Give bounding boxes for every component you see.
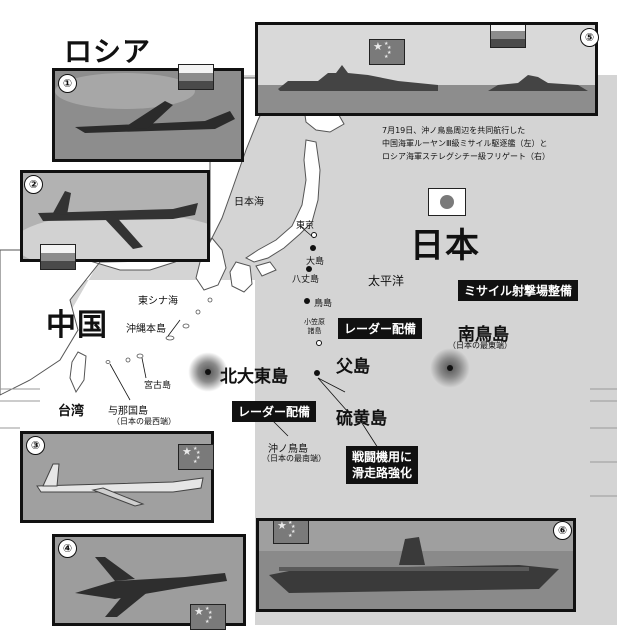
- honshu: [245, 139, 321, 263]
- place-label-okinotorishima: 沖ノ鳥島: [268, 444, 308, 455]
- country-label-japan: 日本: [410, 226, 480, 266]
- place-label-iwoto: 硫黄島: [336, 409, 387, 429]
- photo-aircraft-carrier: ★★★★★: [256, 518, 576, 612]
- leader-lines: [109, 225, 379, 449]
- russia-flag: [178, 64, 214, 90]
- torishima-marker: [304, 298, 310, 304]
- place-label-tokyo: 東京: [296, 221, 315, 231]
- photo-bomber-1: [52, 68, 244, 162]
- china-flag: ★★★★★: [273, 521, 309, 544]
- place-label-okinawa: 沖縄本島: [126, 324, 166, 335]
- iwoto-marker: [314, 370, 320, 376]
- photo-warships: ★★★★★: [255, 22, 598, 116]
- hachijojima-marker: [306, 266, 312, 272]
- country-label-russia: ロシア: [64, 35, 152, 68]
- russia-flag: [490, 25, 526, 48]
- place-label-yonaguni: 与那国島: [108, 406, 148, 417]
- photo-number: ④: [58, 539, 77, 558]
- place-label-hachijojima: 八丈島: [292, 275, 320, 285]
- kyushu: [229, 261, 253, 293]
- place-label-ogasawara: 小笠原 諸島: [304, 318, 325, 335]
- place-label-taiwan: 台湾: [58, 404, 85, 419]
- russia-flag: [40, 244, 76, 270]
- place-sublabel-minamitorishima: （日本の最東端）: [448, 341, 512, 350]
- ryukyu-islands: [105, 297, 213, 364]
- tag-radar-kitadaito: レーダー配備: [232, 401, 317, 422]
- place-label-torishima: 鳥島: [314, 299, 333, 309]
- tag-runway: 戦闘機用に 滑走路強化: [346, 446, 419, 484]
- guide-lines: [0, 388, 617, 497]
- shikoku: [255, 261, 277, 277]
- place-label-oshima: 大島: [306, 257, 325, 267]
- china-flag: ★★★★★: [178, 444, 214, 470]
- photo-number: ⑥: [553, 521, 572, 540]
- chichijima-marker: [316, 340, 322, 346]
- photo-number: ①: [58, 74, 77, 93]
- photo-number: ②: [24, 175, 43, 194]
- place-label-miyako: 宮古島: [144, 381, 172, 391]
- taiwan-island: [69, 351, 87, 394]
- china-flag: ★★★★★: [190, 604, 226, 630]
- country-label-china: 中国: [46, 308, 108, 343]
- place-sublabel-yonaguni: （日本の最西端）: [112, 417, 176, 426]
- place-label-kitadaito: 北大東島: [220, 367, 288, 387]
- sea-west: [0, 75, 255, 330]
- sea-label-pacific: 太平洋: [368, 274, 405, 288]
- tag-radar-chichijima: レーダー配備: [338, 318, 423, 339]
- tag-missile-range: ミサイル射撃場整備: [458, 280, 579, 301]
- oshima-marker: [310, 245, 316, 251]
- minamitorishima-marker: [447, 365, 453, 371]
- photo-number: ⑤: [580, 28, 599, 47]
- china-flag: ★★★★★: [369, 39, 405, 65]
- tokyo-marker: [311, 232, 317, 238]
- photo-number: ③: [26, 436, 45, 455]
- photo-caption: 7月19日、沖ノ鳥島周辺を共同航行した 中国海軍ルーヤンⅢ級ミサイル駆逐艦（左）…: [382, 126, 550, 161]
- japan-flag: [428, 188, 466, 216]
- kitadaito-marker: [205, 369, 211, 375]
- sea-label-japan-sea: 日本海: [234, 197, 264, 208]
- sea-label-east-china-sea: 東シナ海: [138, 296, 178, 307]
- place-label-chichijima: 父島: [336, 357, 370, 377]
- place-sublabel-okinotorishima: （日本の最南端）: [262, 454, 326, 463]
- korean-peninsula: [195, 237, 227, 291]
- place-label-minamitorishima: 南鳥島: [458, 325, 509, 345]
